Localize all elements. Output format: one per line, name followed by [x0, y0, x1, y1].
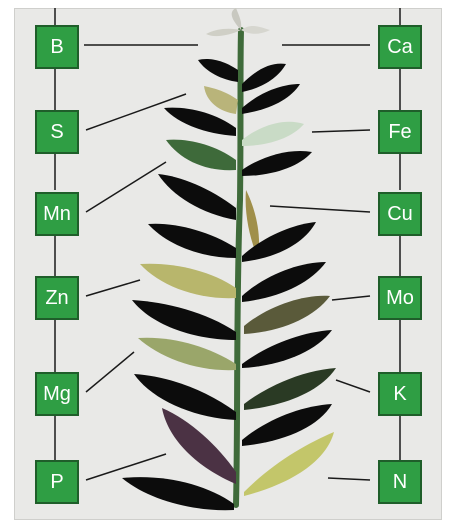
leaf-l3 — [164, 108, 236, 136]
leaf-r9 — [242, 330, 332, 368]
leaf-r8-mo — [244, 296, 330, 334]
label-box-k: K — [378, 372, 422, 416]
leaf-l1 — [198, 59, 238, 82]
leaf-l12 — [122, 477, 234, 510]
leaf-l9-mg — [138, 338, 236, 370]
leaf-l5 — [158, 174, 236, 220]
leaf-l4-mn — [166, 140, 236, 171]
label-box-n: N — [378, 460, 422, 504]
left-leaves — [122, 59, 238, 510]
leaf-r3-fe — [242, 122, 304, 146]
leaf-l10 — [134, 374, 236, 420]
leaf-l7-zn — [140, 264, 236, 298]
leaf-l8 — [132, 300, 236, 340]
label-box-b: B — [35, 25, 79, 69]
leaf-r10-k — [244, 368, 336, 410]
label-box-mo: Mo — [378, 276, 422, 320]
label-box-mg: Mg — [35, 372, 79, 416]
leaf-l2-chlorotic — [204, 86, 238, 114]
leaf-l11-p — [162, 408, 236, 484]
label-box-p: P — [35, 460, 79, 504]
label-box-cu: Cu — [378, 192, 422, 236]
label-box-s: S — [35, 110, 79, 154]
leaf-r4 — [242, 151, 312, 176]
label-box-fe: Fe — [378, 110, 422, 154]
leaf-l6 — [148, 224, 236, 258]
label-box-mn: Mn — [35, 192, 79, 236]
label-box-zn: Zn — [35, 276, 79, 320]
right-leaves — [242, 64, 336, 496]
label-box-ca: Ca — [378, 25, 422, 69]
leaf-r7 — [242, 262, 326, 302]
